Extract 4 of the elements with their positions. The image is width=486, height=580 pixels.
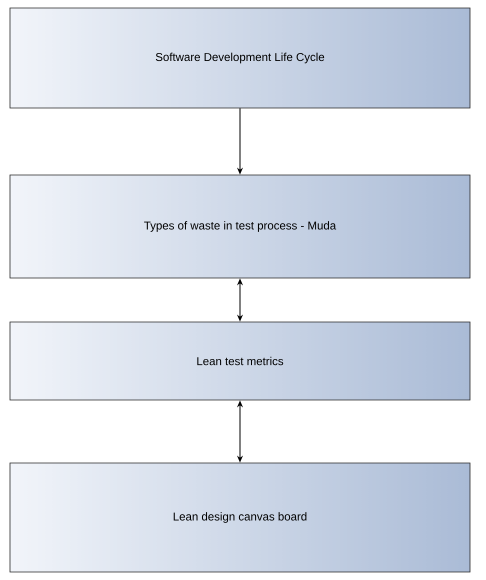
process-box: Types of waste in test process - Muda: [10, 174, 470, 278]
process-box: Software Development Life Cycle: [10, 8, 470, 108]
process-box: Lean design canvas board: [10, 462, 470, 572]
process-box: Lean test metrics: [10, 322, 470, 400]
